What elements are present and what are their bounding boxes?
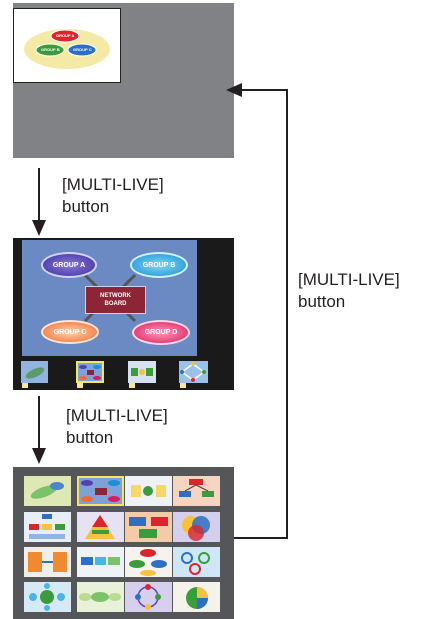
- thumbnail-strip: [13, 358, 234, 390]
- grid-thumb-6[interactable]: [77, 512, 124, 542]
- grid-thumb-5[interactable]: [24, 512, 71, 542]
- thumb-number-1: [22, 383, 28, 388]
- thumbnail-1[interactable]: [21, 361, 48, 383]
- inset-group-b: GROUP B: [41, 47, 60, 52]
- inset-group-a: GROUP A: [56, 33, 75, 38]
- step-label-1-line2: button: [62, 197, 110, 216]
- thumbnail-2-selected[interactable]: [76, 361, 104, 383]
- grid-thumb-12[interactable]: [173, 547, 220, 577]
- thumbnail-grid-screen: [13, 467, 234, 619]
- return-arrow-icon: [226, 83, 288, 539]
- step-label-3-line1: [MULTI-LIVE]: [298, 270, 400, 289]
- step-label-1: [MULTI-LIVE] button: [62, 174, 164, 218]
- grid-thumb-7[interactable]: [125, 512, 172, 542]
- thumb-number-3: [129, 383, 135, 388]
- grid-thumb-8[interactable]: [173, 512, 220, 542]
- group-d-oval: GROUP D: [132, 320, 190, 345]
- thumb-number-2: [77, 383, 83, 388]
- down-arrow-icon: [32, 168, 46, 236]
- grid-thumb-3[interactable]: [125, 476, 172, 506]
- step-label-3: [MULTI-LIVE] button: [298, 269, 400, 313]
- grid-thumb-10[interactable]: [77, 547, 124, 577]
- step-label-2-line1: [MULTI-LIVE]: [66, 406, 168, 425]
- grid-thumb-2[interactable]: [77, 476, 124, 506]
- step-label-2-line2: button: [66, 428, 114, 447]
- step-label-2: [MULTI-LIVE] button: [66, 405, 168, 449]
- network-board-line1: NETWORK: [100, 293, 131, 299]
- network-board-box: NETWORK BOARD: [85, 286, 146, 314]
- network-board-diagram: GROUP A GROUP B NETWORK BOARD GROUP C GR…: [22, 240, 197, 356]
- grid-thumb-16[interactable]: [173, 582, 220, 612]
- step-label-3-line2: button: [298, 292, 346, 311]
- network-board-line2: BOARD: [104, 301, 127, 307]
- grid-thumb-15[interactable]: [125, 582, 172, 612]
- grid-thumb-14[interactable]: [77, 582, 124, 612]
- grid-thumb-13[interactable]: [24, 582, 71, 612]
- thumbnail-4[interactable]: [179, 361, 208, 383]
- inset-preview: GROUP A GROUP B GROUP C: [13, 8, 121, 83]
- thumb-number-4: [180, 383, 186, 388]
- grid-thumb-11[interactable]: [125, 547, 172, 577]
- grid-thumb-4[interactable]: [173, 476, 220, 506]
- grid-thumb-1[interactable]: [24, 476, 71, 506]
- inset-group-c: GROUP C: [73, 47, 92, 52]
- group-b-oval: GROUP B: [130, 252, 188, 278]
- grid-thumb-9[interactable]: [24, 547, 71, 577]
- step-label-1-line1: [MULTI-LIVE]: [62, 175, 164, 194]
- group-a-oval: GROUP A: [41, 252, 97, 278]
- down-arrow-icon-2: [32, 396, 46, 464]
- thumbnail-3[interactable]: [128, 361, 156, 383]
- group-c-oval: GROUP C: [41, 320, 99, 344]
